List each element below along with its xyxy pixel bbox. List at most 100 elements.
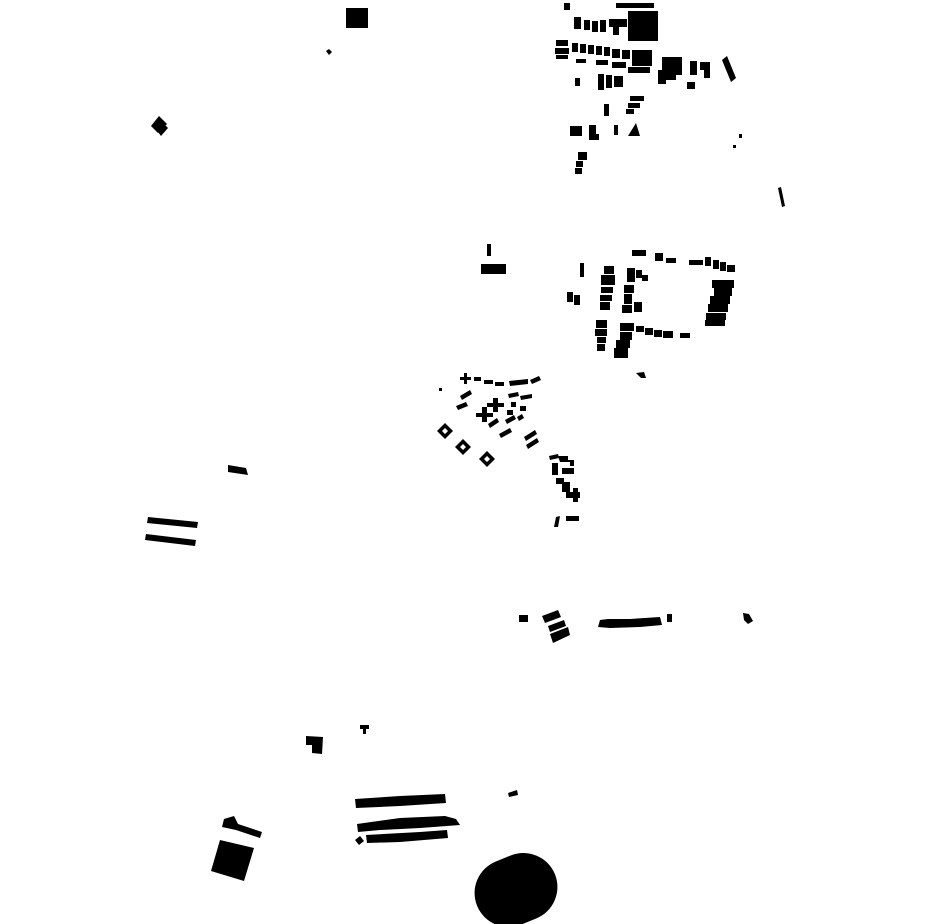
building: [499, 428, 512, 438]
south-west-cluster: [211, 725, 558, 924]
building: [505, 415, 516, 424]
building: [689, 260, 703, 265]
building: [596, 60, 608, 65]
building: [549, 454, 559, 460]
building: [624, 285, 634, 293]
building: [598, 617, 662, 628]
building: [552, 463, 558, 475]
building: [662, 57, 682, 75]
building: [158, 125, 168, 136]
building: [487, 398, 504, 412]
building: [488, 418, 499, 428]
building: [712, 280, 734, 288]
building: [739, 134, 742, 138]
building: [622, 50, 630, 59]
building: [624, 294, 632, 304]
building: [620, 323, 634, 331]
middle-cluster: [437, 373, 580, 527]
building: [658, 70, 666, 84]
building: [593, 134, 599, 140]
building: [628, 123, 640, 136]
building: [630, 96, 644, 101]
building: [663, 331, 673, 338]
building: [460, 390, 472, 400]
building: [562, 468, 574, 474]
west-scattered-buildings: [145, 465, 248, 546]
building: [588, 45, 594, 54]
building: [508, 392, 519, 398]
building: [596, 46, 602, 55]
building: [556, 478, 564, 484]
building: [627, 268, 635, 282]
building: [636, 270, 642, 278]
building: [604, 266, 614, 274]
courtyard-building: [455, 439, 471, 455]
building: [628, 67, 650, 73]
building: [147, 517, 198, 528]
building: [589, 125, 596, 140]
building: [570, 126, 582, 136]
building: [508, 790, 518, 797]
building: [576, 161, 583, 167]
building: [222, 816, 262, 838]
building: [616, 340, 630, 348]
building: [600, 295, 612, 301]
building: [554, 516, 560, 527]
building: [474, 377, 481, 381]
building: [573, 488, 578, 502]
building: [604, 47, 610, 56]
building: [620, 332, 632, 340]
building: [680, 333, 690, 338]
building: [632, 250, 646, 256]
building: [520, 406, 526, 411]
building: [706, 313, 726, 320]
building: [580, 44, 586, 53]
building: [720, 262, 726, 271]
building: [484, 380, 493, 384]
building: [666, 72, 676, 80]
building: [487, 244, 491, 256]
building: [601, 287, 613, 293]
building: [566, 516, 579, 521]
building: [667, 614, 672, 622]
building: [628, 103, 640, 108]
building: [575, 168, 582, 174]
building: [556, 55, 568, 59]
building: [743, 613, 753, 624]
building: [575, 78, 580, 86]
building: [604, 104, 609, 116]
building: [456, 402, 468, 410]
building: [519, 615, 528, 622]
building: [520, 394, 532, 400]
building: [708, 304, 728, 312]
building: [654, 330, 662, 337]
building: [622, 305, 632, 313]
south-row-buildings: [519, 610, 753, 643]
building: [476, 407, 493, 422]
north-west-scattered-buildings: [151, 8, 368, 136]
north-village-cluster: [555, 3, 785, 207]
building: [597, 337, 606, 343]
building: [704, 68, 710, 78]
building: [346, 8, 368, 28]
building: [567, 292, 573, 302]
building: [636, 372, 646, 378]
building: [592, 21, 598, 32]
building: [555, 48, 569, 54]
building: [687, 82, 695, 89]
building: [642, 275, 648, 281]
building: [606, 75, 612, 88]
building: [634, 302, 642, 312]
building: [598, 74, 604, 90]
building: [360, 725, 369, 734]
building: [733, 145, 736, 148]
building: [576, 59, 586, 63]
stadium-oval-building: [474, 853, 558, 924]
building: [574, 17, 581, 29]
building: [580, 263, 584, 277]
building: [151, 116, 167, 133]
building: [511, 402, 516, 407]
building: [460, 373, 471, 384]
building: [509, 379, 528, 386]
